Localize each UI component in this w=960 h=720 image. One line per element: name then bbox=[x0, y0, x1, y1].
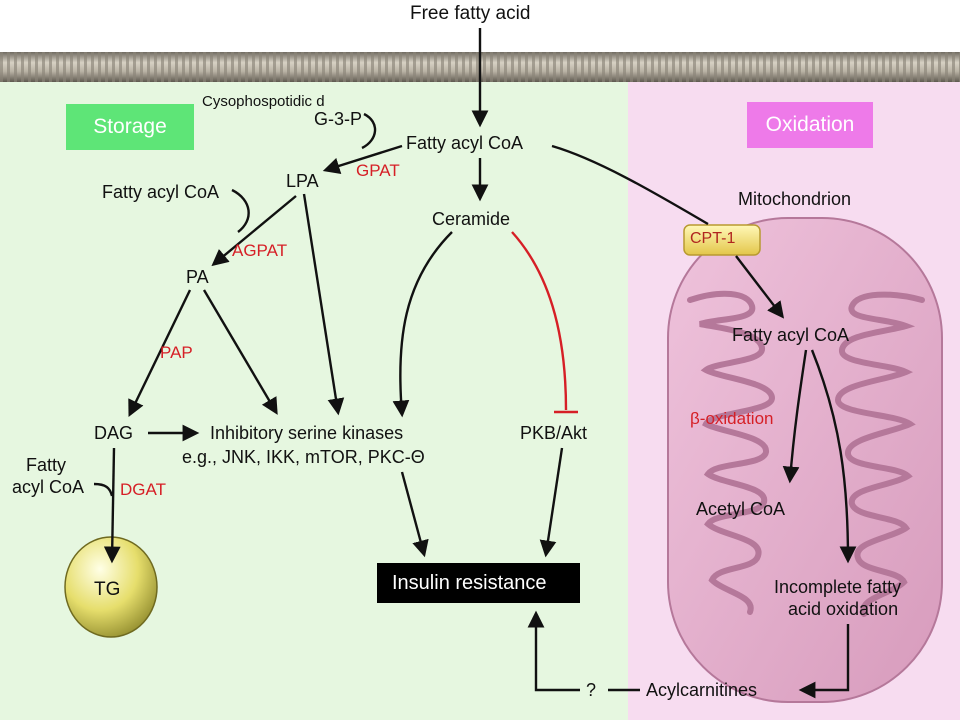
fatty-acyl-coa-dag-label-line2: acyl CoA bbox=[12, 477, 85, 497]
insulin-resistance-box bbox=[377, 563, 580, 603]
oxidation-label: Oxidation bbox=[765, 113, 855, 136]
dgat-label: DGAT bbox=[120, 480, 166, 499]
arrow-question-to-insulin bbox=[527, 610, 580, 692]
free-fatty-acid-label: Free fatty acid bbox=[410, 3, 531, 24]
incomplete-oxidation-line2: acid oxidation bbox=[788, 599, 899, 619]
fatty-acyl-coa-mito-label: Fatty acyl CoA bbox=[732, 325, 850, 345]
inhibition-line bbox=[511, 231, 578, 414]
pa-label: PA bbox=[186, 267, 209, 287]
tg-label: TG bbox=[94, 579, 121, 600]
ceramide-label: Ceramide bbox=[432, 209, 511, 229]
agpat-label: AGPAT bbox=[232, 241, 288, 260]
mitochondrion-shape bbox=[667, 217, 943, 703]
overlay-note: Cysophospotidic d bbox=[202, 93, 325, 110]
pap-label: PAP bbox=[160, 343, 193, 362]
arrow-g3p-curl bbox=[361, 112, 377, 150]
arrow-incomplete-to-acylcarnitines bbox=[798, 624, 850, 699]
fatty-acyl-coa-dag-label-line1: Fatty bbox=[26, 455, 67, 475]
inhibitory-kinases-label: Inhibitory serine kinases bbox=[210, 423, 404, 443]
arrow-lpa-to-pa bbox=[211, 195, 297, 267]
insulin-resistance-label: Insulin resistance bbox=[392, 572, 547, 594]
acylcarnitines-label: Acylcarnitines bbox=[646, 680, 758, 700]
beta-oxidation-label: β-oxidation bbox=[690, 409, 774, 428]
g3p-label: G-3-P bbox=[314, 109, 363, 129]
inhibitory-kinases-examples: e.g., JNK, IKK, mTOR, PKC-Θ bbox=[182, 447, 425, 467]
cpt1-badge bbox=[683, 224, 761, 256]
arrow-mito-to-incomplete bbox=[810, 349, 857, 564]
dag-label: DAG bbox=[94, 423, 134, 443]
arrow-mito-to-acetylcoa bbox=[782, 349, 808, 484]
arrow-dag-to-tg bbox=[103, 447, 121, 564]
arrow-acylcoa-to-cpt1 bbox=[551, 144, 709, 226]
pathway-arrows bbox=[93, 28, 857, 699]
arrow-pa-to-kinases bbox=[202, 289, 278, 415]
storage-label: Storage bbox=[93, 115, 167, 138]
fatty-acyl-coa-left-label: Fatty acyl CoA bbox=[102, 182, 220, 202]
arrow-pkb-to-insulin bbox=[539, 447, 564, 558]
inhibition-ceramide-to-pkb bbox=[511, 231, 568, 411]
lpa-label: LPA bbox=[286, 171, 319, 191]
arrow-acylcoa-left-curl bbox=[231, 188, 250, 233]
incomplete-oxidation-line1: Incomplete fatty bbox=[774, 577, 902, 597]
arrow-cpt1-to-mito-acylcoa bbox=[735, 255, 785, 319]
arrow-ceramide-to-kinases bbox=[392, 231, 453, 418]
storage-box bbox=[66, 104, 194, 150]
arrow-lpa-to-kinases bbox=[302, 193, 345, 416]
gpat-label: GPAT bbox=[356, 161, 400, 180]
arrow-acylcoa-to-lpa bbox=[322, 144, 403, 174]
oxidation-box bbox=[747, 102, 873, 148]
pkb-akt-label: PKB/Akt bbox=[520, 423, 588, 443]
question-mark-label: ? bbox=[586, 680, 597, 700]
acetyl-coa-label: Acetyl CoA bbox=[696, 499, 786, 519]
mitochondrion-label: Mitochondrion bbox=[738, 189, 852, 209]
arrow-kinases-to-insulin bbox=[400, 471, 429, 558]
arrow-dgat-curl bbox=[93, 482, 114, 497]
tg-droplet bbox=[64, 536, 158, 638]
fatty-acyl-coa-main-label: Fatty acyl CoA bbox=[406, 133, 524, 153]
cpt1-label: CPT-1 bbox=[690, 230, 736, 247]
arrow-pa-to-dag bbox=[128, 289, 192, 418]
